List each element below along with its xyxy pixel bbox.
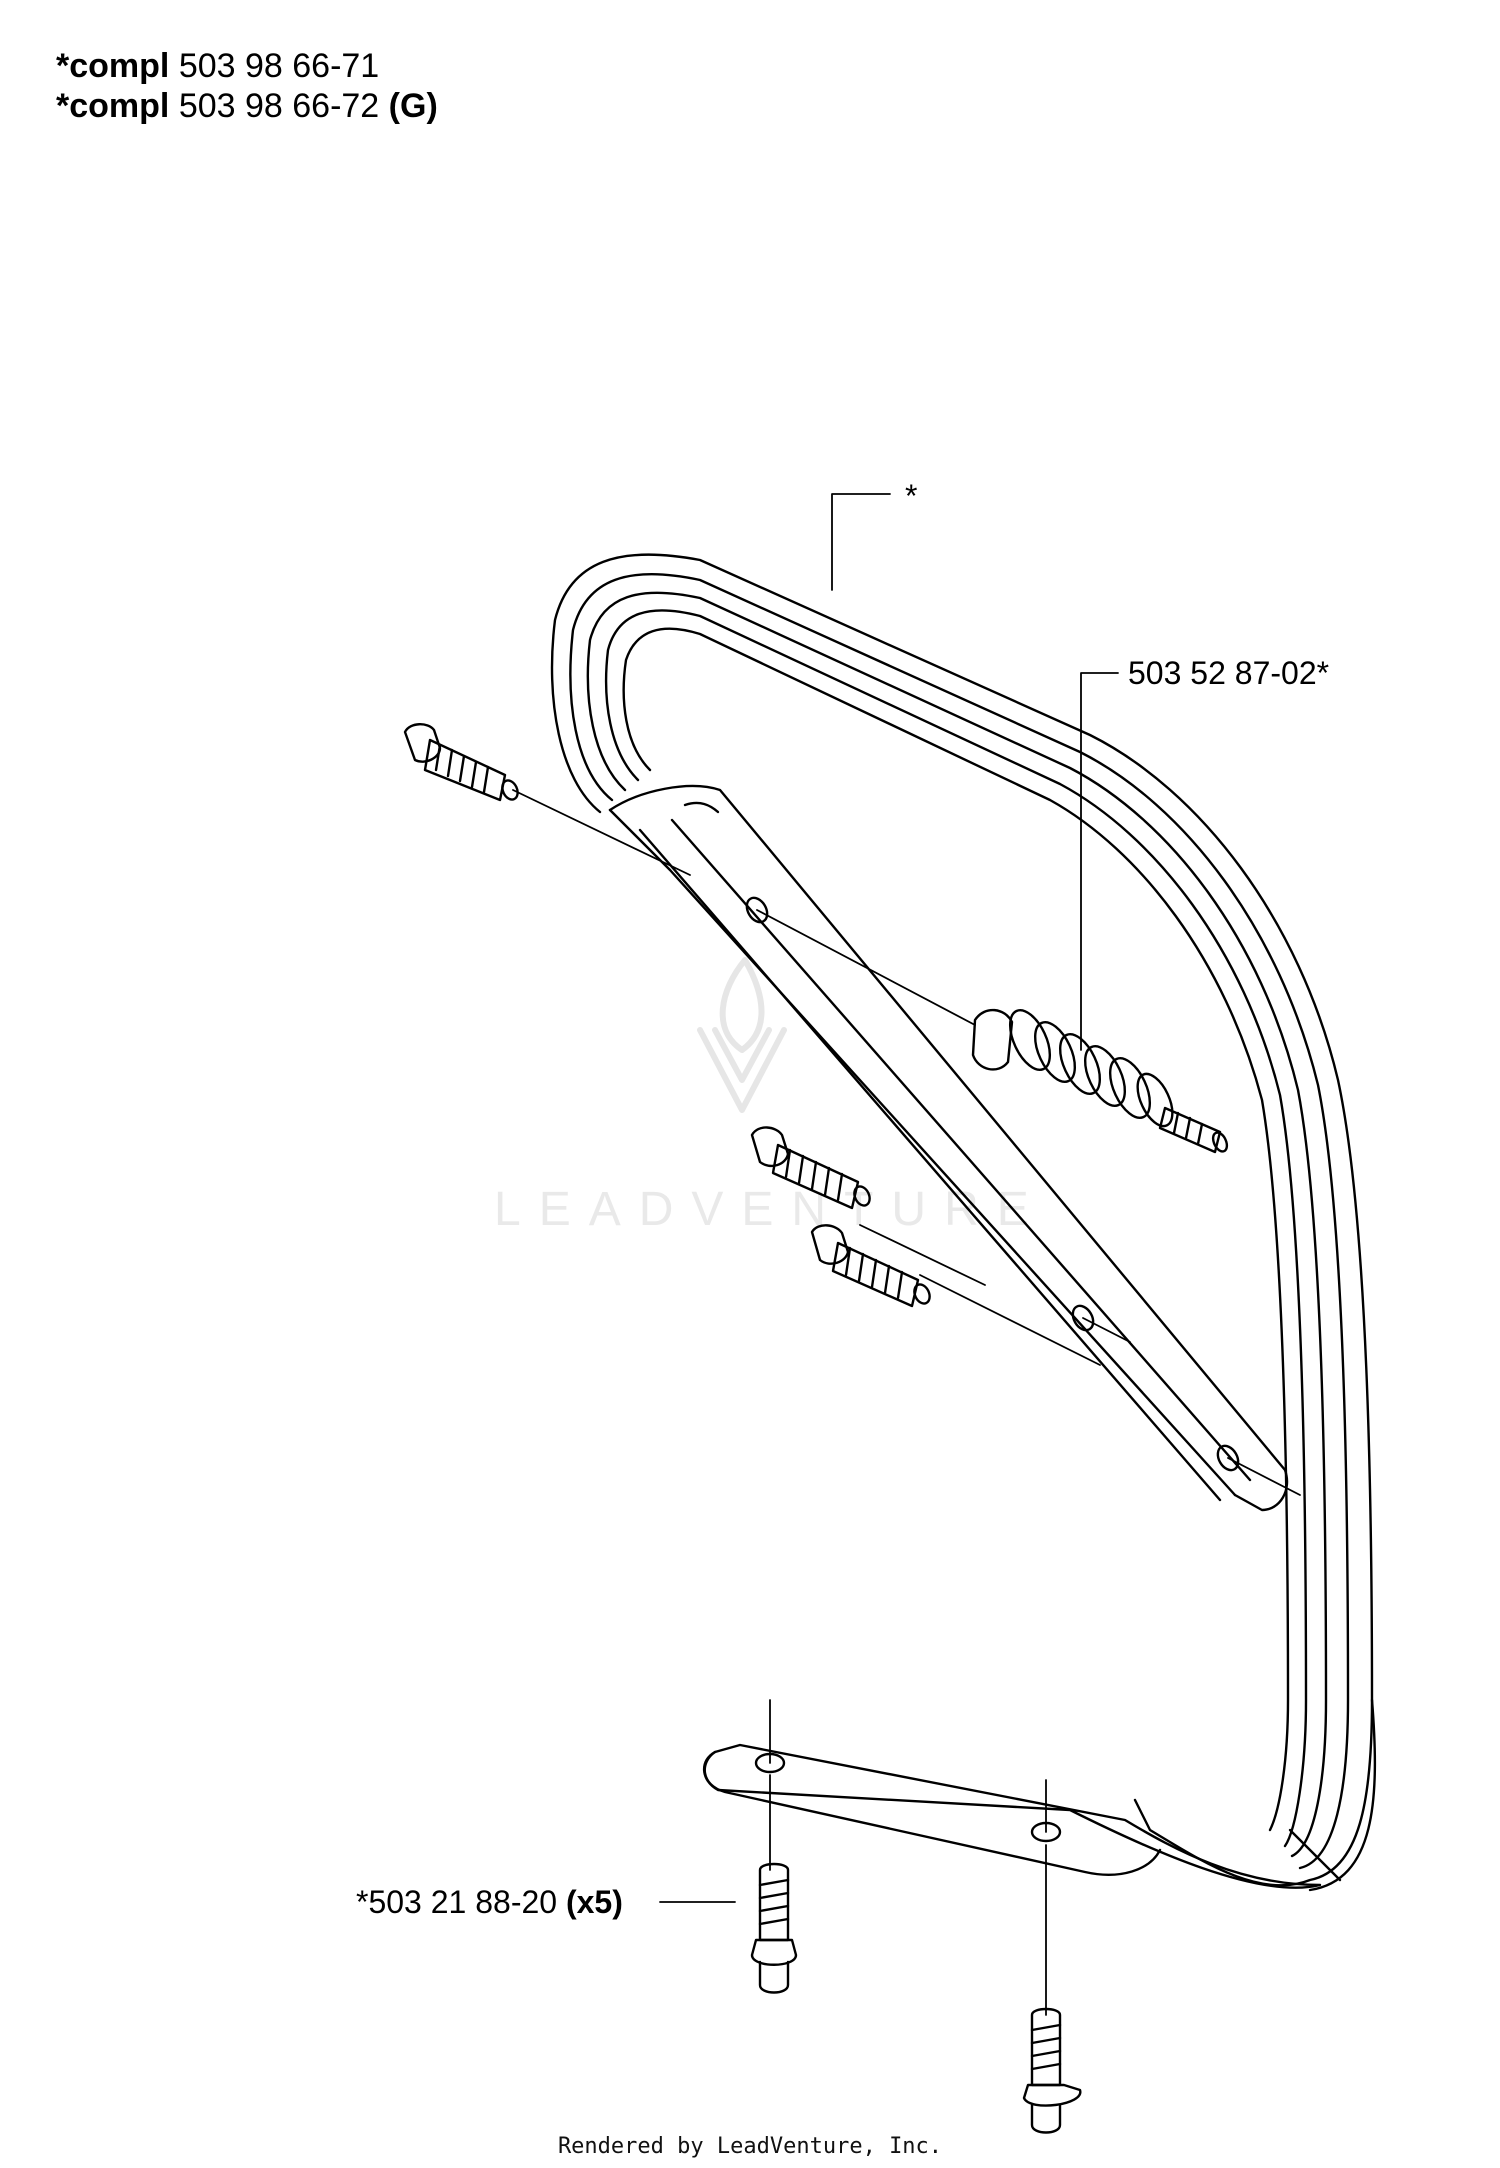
watermark-text: LEADVENTURE [494, 1183, 1047, 1236]
parts-header: *compl 503 98 66-71 *compl 503 98 66-72 … [56, 46, 438, 126]
front-handle-bar[interactable] [550, 553, 1377, 1892]
screw-bottom-right[interactable] [1022, 2007, 1082, 2134]
watermark-logo [697, 957, 787, 1113]
header-line-1: *compl 503 98 66-71 [56, 46, 438, 86]
callout-buffer-part-number[interactable]: 503 52 87-02* [1128, 655, 1330, 691]
header-prefix-1: *compl [56, 47, 170, 85]
callout-screw-quantity: (x5) [565, 1884, 623, 1920]
screw-top-left[interactable] [403, 723, 521, 802]
header-part-number-2[interactable]: 503 98 66-72 [178, 87, 380, 125]
callout-screw-part-number[interactable]: *503 21 88-20 [356, 1884, 558, 1920]
rubber-buffer[interactable] [971, 1004, 1230, 1154]
callout-screw: *503 21 88-20 (x5) [356, 1884, 623, 1920]
screw-middle-2[interactable] [810, 1224, 933, 1308]
header-prefix-2: *compl [56, 87, 170, 125]
header-suffix-2: (G) [388, 87, 438, 125]
handle-brace-arm[interactable] [608, 784, 1289, 1512]
render-credit: Rendered by LeadVenture, Inc. [557, 2134, 943, 2159]
screw-bottom-left[interactable] [750, 1862, 798, 1994]
header-line-2: *compl 503 98 66-72 (G) [56, 86, 438, 126]
header-part-number-1[interactable]: 503 98 66-71 [178, 47, 380, 85]
leader-lines [659, 493, 1119, 1903]
callout-handle[interactable]: * [905, 478, 918, 514]
screw-middle-1[interactable] [750, 1126, 873, 1210]
assembly-lines [512, 789, 1301, 2016]
